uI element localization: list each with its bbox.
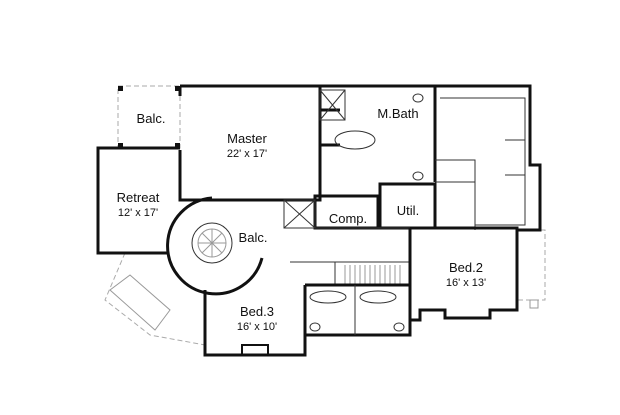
room-size-bed2: 16' x 13' — [446, 277, 486, 289]
room-label-stair-balcony: Balc. — [239, 230, 268, 245]
room-size-retreat: 12' x 17' — [118, 207, 158, 219]
room-label-balcony: Balc. — [137, 111, 166, 126]
room-size-bed3: 16' x 10' — [237, 321, 277, 333]
room-size-master: 22' x 17' — [227, 148, 267, 160]
walls — [96, 84, 542, 357]
room-label-master-bath: M.Bath — [377, 106, 418, 121]
room-label-comp: Comp. — [329, 211, 367, 226]
room-label-bed2: Bed.2 — [449, 260, 483, 275]
room-label-util: Util. — [397, 203, 419, 218]
room-label-master: Master — [227, 131, 267, 146]
posts — [118, 86, 180, 148]
room-label-retreat: Retreat — [117, 190, 160, 205]
room-labels: Balc. Master 22' x 17' M.Bath Retreat 12… — [117, 106, 486, 333]
balcony-outlines — [104, 85, 546, 346]
room-label-bed3: Bed.3 — [240, 304, 274, 319]
